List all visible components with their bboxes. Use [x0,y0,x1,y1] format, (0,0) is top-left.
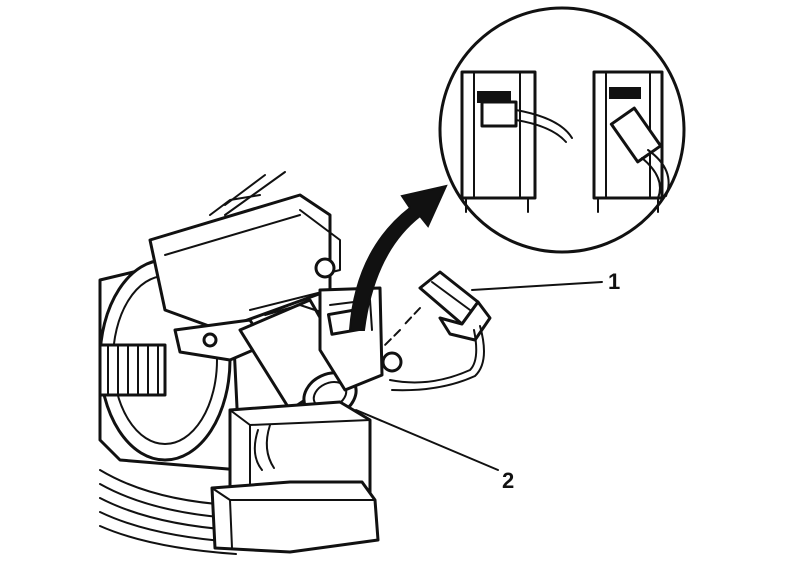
leader-lines [355,281,603,471]
callout-2: 2 [502,468,514,493]
lower-connector-block [210,400,380,554]
callout-1: 1 [608,269,620,294]
detail-inset [438,6,686,254]
switch-connector [383,270,492,392]
inset-pointer-arrow [348,184,448,331]
column-housing [98,171,341,472]
